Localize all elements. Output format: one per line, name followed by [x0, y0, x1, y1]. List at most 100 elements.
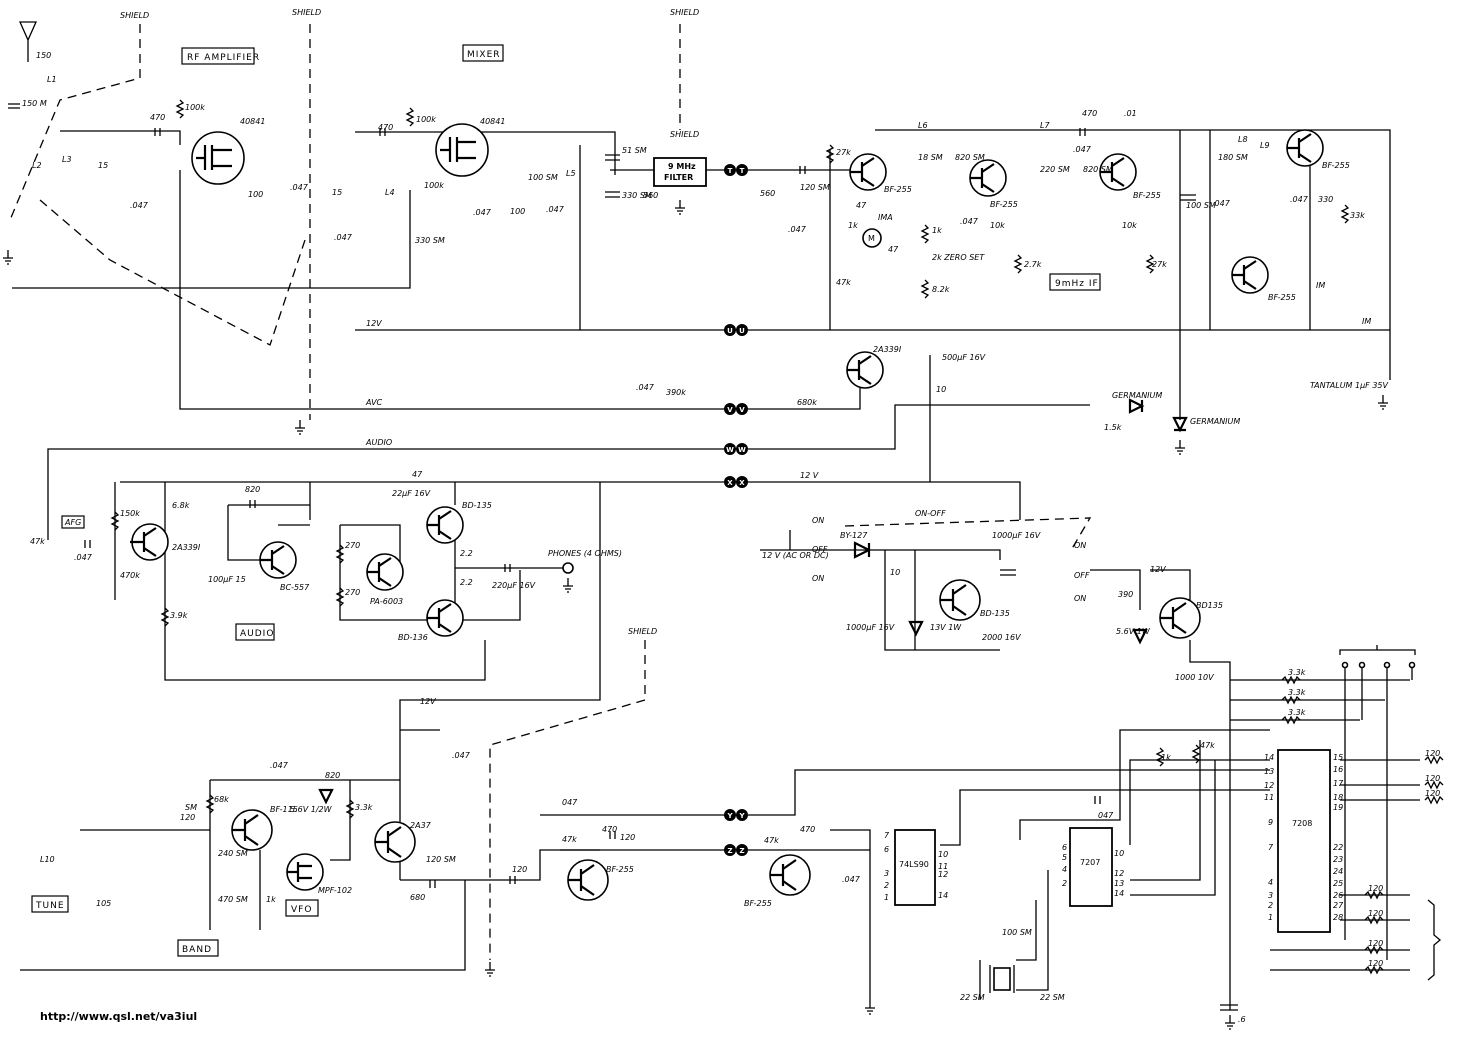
svg-text:5.6V 1W: 5.6V 1W	[1116, 627, 1151, 636]
svg-text:.047: .047	[788, 225, 807, 234]
q5-label: BF-255	[1133, 191, 1161, 200]
svg-text:470: 470	[378, 123, 393, 132]
vfo-label: VFO	[291, 905, 312, 915]
q9-audio-pre	[130, 523, 169, 561]
svg-text:10k: 10k	[1122, 221, 1137, 230]
q18-counter-amp	[769, 854, 811, 896]
svg-text:820 SM: 820 SM	[1083, 165, 1113, 174]
svg-text:330 SM: 330 SM	[415, 236, 445, 245]
svg-text:3: 3	[1268, 891, 1273, 900]
germanium-diode-1	[1128, 398, 1145, 414]
footer-url[interactable]: http://www.qsl.net/va3iul	[40, 1010, 198, 1023]
svg-text:8.2k: 8.2k	[932, 285, 950, 294]
if-values: 27k 120 SM 560 .047 1k 47 IMA 47 1k 2k Z…	[760, 109, 1371, 326]
svg-text:680k: 680k	[797, 398, 817, 407]
q7-label: BF-255	[1268, 293, 1296, 302]
q19-label: BD-135	[980, 609, 1010, 618]
svg-text:L10: L10	[40, 855, 55, 864]
svg-text:5.6V 1/2W: 5.6V 1/2W	[290, 805, 333, 814]
svg-text:120: 120	[1368, 959, 1383, 968]
svg-text:7: 7	[1268, 843, 1274, 852]
q15-vfo-fet	[286, 853, 324, 891]
svg-text:L8: L8	[1238, 135, 1248, 144]
q4-label: BF-255	[990, 200, 1018, 209]
svg-text:18 SM: 18 SM	[918, 153, 943, 162]
svg-text:1: 1	[1268, 913, 1273, 922]
svg-text:100 SM: 100 SM	[528, 173, 558, 182]
ic-74ls90: 74LS90	[894, 829, 936, 906]
svg-text:470k: 470k	[120, 571, 140, 580]
svg-text:.047: .047	[473, 208, 492, 217]
svg-text:ON: ON	[812, 574, 824, 583]
svg-text:47k: 47k	[836, 278, 851, 287]
svg-text:10: 10	[936, 385, 946, 394]
svg-text:1.5k: 1.5k	[1104, 423, 1122, 432]
terminal	[1341, 661, 1349, 669]
zener-vfo-icon	[318, 788, 334, 805]
svg-text:100µF 15: 100µF 15	[208, 575, 246, 584]
svg-text:100k: 100k	[185, 103, 205, 112]
svg-text:47k: 47k	[1200, 741, 1215, 750]
svg-text:47: 47	[412, 470, 423, 479]
svg-text:560: 560	[760, 189, 775, 198]
bus-audio	[47, 404, 1090, 540]
crystal-filter-block	[653, 157, 707, 187]
rf-amplifier-box	[181, 47, 255, 65]
mixer-label: MIXER	[467, 50, 501, 60]
svg-text:9 MHz: 9 MHz	[668, 162, 696, 171]
q12-audio-mid	[366, 553, 404, 591]
svg-text:3.9k: 3.9k	[170, 611, 188, 620]
svg-text:12: 12	[1264, 781, 1274, 790]
svg-text:1000µF 16V: 1000µF 16V	[846, 623, 895, 632]
svg-text:470: 470	[800, 825, 815, 834]
mixer-box	[462, 44, 504, 62]
q11-audio-npn	[426, 506, 464, 544]
svg-text:047: 047	[562, 798, 578, 807]
q13-label: BD-136	[398, 633, 428, 642]
svg-text:.047: .047	[1212, 199, 1231, 208]
q6-if4	[1286, 129, 1324, 167]
display-bracket	[1339, 645, 1416, 655]
svg-text:500µF 16V: 500µF 16V	[942, 353, 986, 362]
svg-text:33k: 33k	[1350, 211, 1365, 220]
svg-text:FILTER: FILTER	[664, 173, 693, 182]
bus-12v-x	[120, 481, 1021, 520]
svg-text:47: 47	[856, 201, 867, 210]
counter-values: 047 470 120 47k 120 47k 470 .047 1k 47k …	[512, 668, 1440, 1024]
tune-box	[31, 895, 69, 913]
svg-text:51 SM: 51 SM	[622, 146, 647, 155]
q14-label: BF-115	[270, 805, 298, 814]
shield-label-5: SHIELD	[628, 627, 657, 636]
audio-label: AUDIO	[240, 629, 274, 639]
q17-vfo-amp	[567, 859, 609, 901]
svg-text:150 M: 150 M	[22, 99, 47, 108]
svg-text:28: 28	[1333, 913, 1343, 922]
svg-text:150k: 150k	[120, 509, 140, 518]
svg-text:74LS90: 74LS90	[899, 860, 929, 869]
svg-text:10: 10	[1114, 849, 1124, 858]
svg-text:180 SM: 180 SM	[1218, 153, 1248, 162]
svg-text:1: 1	[884, 893, 889, 902]
svg-text:27k: 27k	[836, 148, 851, 157]
svg-text:ON: ON	[1074, 594, 1086, 603]
q8-label: 2A339I	[873, 345, 902, 354]
svg-text:12V: 12V	[1150, 565, 1166, 574]
svg-text:14: 14	[938, 891, 948, 900]
svg-text:25: 25	[1333, 879, 1343, 888]
q12-label: PA-6003	[370, 597, 403, 606]
svg-text:1000µF 16V: 1000µF 16V	[992, 531, 1041, 540]
svg-text:L9: L9	[1260, 141, 1270, 150]
svg-text:.047: .047	[1073, 145, 1092, 154]
q10-label: BC-557	[280, 583, 310, 592]
svg-text:L3: L3	[62, 155, 72, 164]
svg-text:820 SM: 820 SM	[955, 153, 985, 162]
svg-text:1000 10V: 1000 10V	[1175, 673, 1214, 682]
svg-text:GERMANIUM: GERMANIUM	[1112, 391, 1162, 400]
q10-audio-driver	[259, 541, 297, 579]
svg-text:5: 5	[1062, 853, 1067, 862]
